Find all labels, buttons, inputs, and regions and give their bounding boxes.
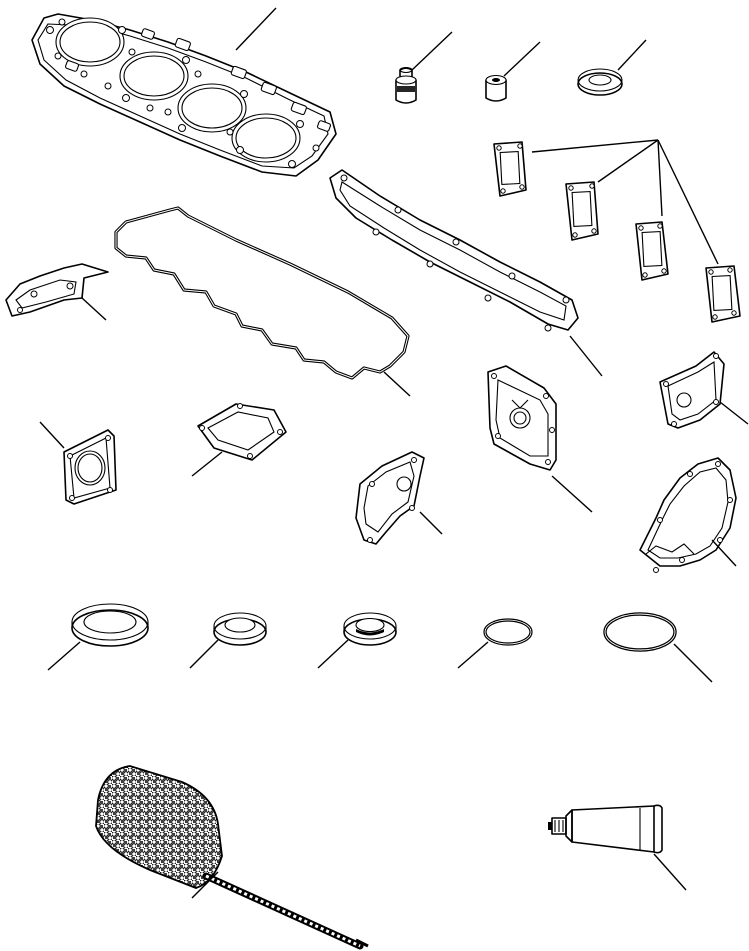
leader-line [317,639,349,669]
port-gasket-leader-fan [531,139,719,265]
outlet-gasket [659,351,725,429]
leader-line [551,475,593,513]
leader-line [617,39,647,71]
cover-gasket [487,365,557,471]
water-outlet-gasket [355,451,425,545]
leader-line [503,41,541,77]
leader-line [81,297,107,321]
sleeve-bushing [485,74,507,102]
leader-line [47,641,81,671]
leader-line [419,511,443,535]
water-pump-gasket [639,457,737,573]
leader-line [457,641,489,669]
leader-line [383,371,411,397]
leader-line [191,871,219,899]
cylinder-hone-brush [95,765,369,950]
o-ring-small [483,618,533,646]
valve-stem-seal [395,66,417,104]
leader-line [235,7,277,51]
leader-line [191,451,223,477]
thermostat-gasket [63,429,117,505]
port-gasket-3 [635,221,669,281]
port-gasket-4 [705,265,741,323]
seal-washer [577,68,623,96]
leader-line [711,539,737,567]
leader-line [39,421,65,449]
o-ring-large [603,612,677,652]
oil-seal-large [71,603,149,647]
rocker-cover-gasket [114,206,410,380]
leader-line [189,639,219,669]
cylinder-head-gasket [31,13,337,177]
leader-line [653,853,687,891]
leader-line [719,401,749,425]
connector-gasket [5,263,109,317]
adapter-gasket [197,403,287,461]
leader-line [673,643,713,683]
leader-line [411,31,453,71]
sealant-tube [548,804,663,854]
oil-seal-medium [213,612,267,646]
port-gasket-2 [565,181,599,241]
oil-seal-small [343,612,397,646]
manifold-gasket [329,169,579,332]
port-gasket-1 [493,141,527,197]
leader-line [569,335,603,377]
